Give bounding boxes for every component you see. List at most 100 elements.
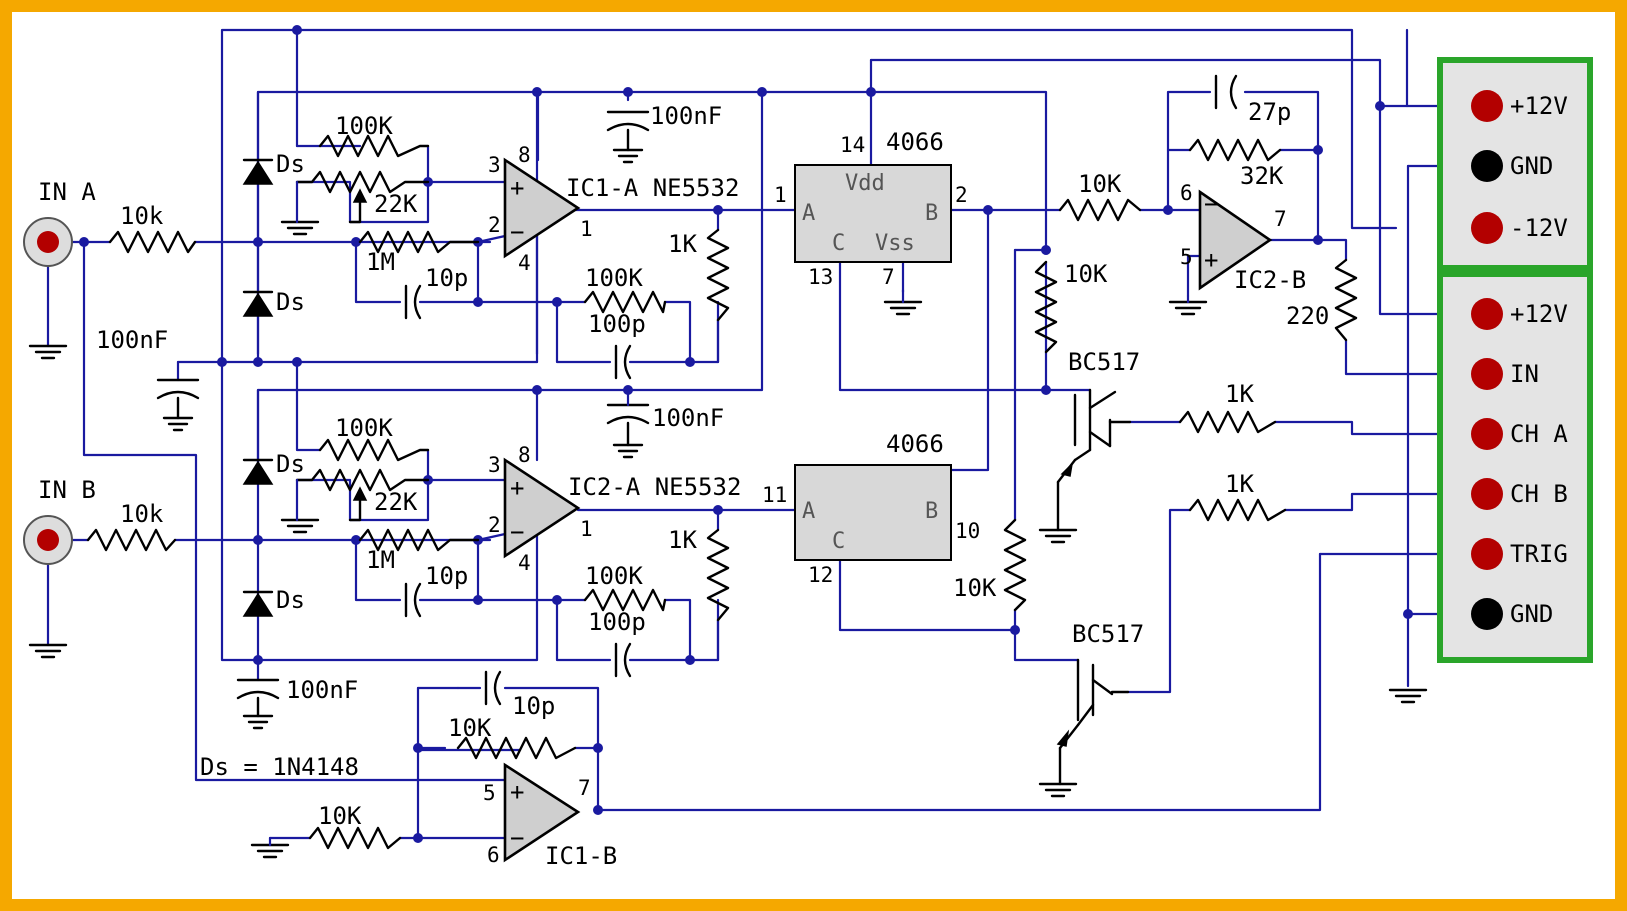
svg-text:11: 11 [762,483,787,507]
svg-text:8: 8 [518,143,531,167]
labels: IN A IN B IC1-A NE5532 IC2-A NE5532 IC1-… [38,92,1568,870]
opamps: +− +− +− −+ [503,157,1273,863]
switch-chips [794,164,952,561]
signal-pin-6: GND [1510,600,1553,628]
bc1-label: BC517 [1068,348,1140,376]
sw2-label: 4066 [886,430,944,458]
bc2-label: BC517 [1072,620,1144,648]
transistors [1056,388,1132,786]
sw1-c-label: C [832,231,845,256]
svg-text:2: 2 [955,183,968,207]
svg-text:100nF: 100nF [652,404,724,432]
svg-text:10p: 10p [425,264,468,292]
svg-text:7: 7 [578,776,591,800]
svg-text:Ds = 1N4148: Ds = 1N4148 [200,753,359,781]
signal-pin-2: IN [1510,360,1539,388]
svg-text:2: 2 [488,513,501,537]
svg-text:10K: 10K [1064,260,1108,288]
sw2-c-label: C [832,529,845,554]
svg-text:Ds: Ds [276,586,305,614]
svg-text:6: 6 [487,843,500,867]
signal-pin-4: CH B [1510,480,1568,508]
svg-text:5: 5 [483,781,496,805]
svg-text:1M: 1M [366,546,395,574]
svg-text:+: + [510,474,524,502]
svg-text:100K: 100K [335,414,393,442]
power-connector [1437,57,1593,271]
svg-text:−: − [510,518,524,546]
signal-pin-5: TRIG [1510,540,1568,568]
svg-text:22K: 22K [374,190,418,218]
svg-text:4: 4 [518,551,531,575]
svg-text:1K: 1K [668,230,697,258]
svg-text:100p: 100p [588,310,646,338]
svg-text:12: 12 [808,563,833,587]
svg-text:1: 1 [774,183,787,207]
svg-text:100nF: 100nF [286,676,358,704]
capacitors [156,74,1238,730]
svg-text:1K: 1K [1225,470,1254,498]
svg-text:10: 10 [955,519,980,543]
svg-text:10K: 10K [1078,170,1122,198]
in-a-label: IN A [38,178,96,206]
power-pin-1: +12V [1510,92,1568,120]
svg-text:3: 3 [488,453,501,477]
svg-text:10p: 10p [425,562,468,590]
power-pin-2: GND [1510,152,1553,180]
sw2-b-label: B [925,499,938,524]
svg-text:100K: 100K [335,112,393,140]
svg-text:1M: 1M [366,248,395,276]
svg-text:8: 8 [518,443,531,467]
svg-text:+: + [510,778,524,806]
svg-text:1: 1 [580,517,593,541]
ground-symbols [28,180,1428,859]
svg-text:100K: 100K [585,562,643,590]
svg-text:+: + [1204,246,1218,274]
svg-text:10k: 10k [120,202,164,230]
svg-text:Ds: Ds [276,288,305,316]
svg-text:220: 220 [1286,302,1329,330]
signal-pin-1: +12V [1510,300,1568,328]
svg-text:10K: 10K [318,802,362,830]
ic2b-label: IC2-B [1234,266,1306,294]
svg-text:1K: 1K [668,526,697,554]
svg-text:10K: 10K [953,574,997,602]
signal-connector [1437,271,1593,663]
power-pin-3: -12V [1510,214,1568,242]
svg-text:1: 1 [580,217,593,241]
svg-text:7: 7 [1274,207,1287,231]
input-jacks [23,217,73,565]
sw1-a-label: A [802,201,815,226]
svg-text:+: + [510,174,524,202]
signal-pin-3: CH A [1510,420,1568,448]
svg-text:3: 3 [488,153,501,177]
svg-text:4: 4 [518,251,531,275]
sw2-a-label: A [802,499,815,524]
svg-text:2: 2 [488,213,501,237]
ic2a-label: IC2-A NE5532 [568,473,741,501]
svg-text:14: 14 [840,133,865,157]
sw1-b-label: B [925,201,938,226]
vdd-label: Vdd [845,171,885,196]
svg-text:100nF: 100nF [650,102,722,130]
svg-text:10K: 10K [448,714,492,742]
diodes [242,158,274,617]
junction-dots [79,25,1413,843]
ic1b-label: IC1-B [545,842,617,870]
svg-text:Ds: Ds [276,450,305,478]
svg-text:Ds: Ds [276,150,305,178]
svg-text:13: 13 [808,265,833,289]
resistors [86,134,1358,850]
svg-text:27p: 27p [1248,98,1291,126]
svg-text:7: 7 [882,265,895,289]
sw1-label: 4066 [886,128,944,156]
svg-text:10p: 10p [512,692,555,720]
ic1a-label: IC1-A NE5532 [566,174,739,202]
svg-text:22K: 22K [374,488,418,516]
svg-text:100p: 100p [588,608,646,636]
svg-text:10k: 10k [120,500,164,528]
svg-text:5: 5 [1180,245,1193,269]
vss-label: Vss [875,231,915,256]
